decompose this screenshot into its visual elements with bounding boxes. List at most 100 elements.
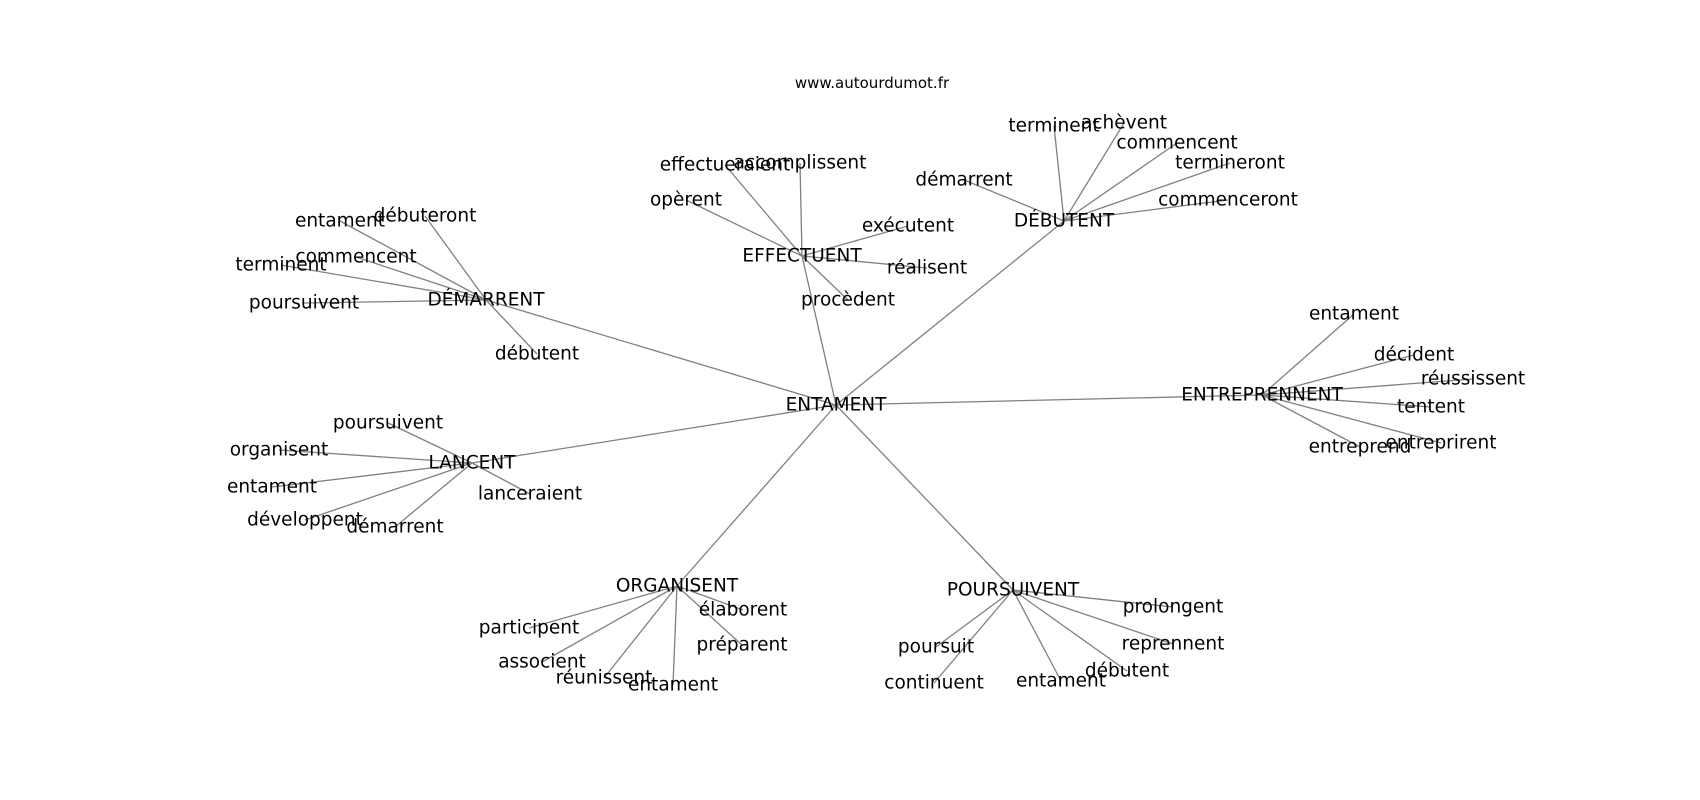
- edge-hub-leaf: [801, 255, 928, 269]
- edge-hub-leaf: [1063, 162, 1231, 222]
- hub-node-label[interactable]: ORGANISENT: [616, 576, 739, 597]
- edge-hub-leaf: [1063, 199, 1229, 222]
- edge-hub-leaf: [1261, 394, 1442, 444]
- edge-hub-leaf: [799, 162, 803, 257]
- edge-hub-leaf: [528, 585, 678, 629]
- edge-hub-leaf: [424, 215, 487, 301]
- edge-hub-leaf: [963, 179, 1065, 222]
- edge-root-hub: [485, 299, 837, 406]
- leaf-node-label[interactable]: entreprend: [1309, 437, 1412, 458]
- leaf-node-label[interactable]: réalisent: [887, 258, 967, 279]
- leaf-node-label[interactable]: réussissent: [1421, 369, 1525, 390]
- leaf-node-label[interactable]: démarrent: [346, 517, 443, 538]
- leaf-node-label[interactable]: prolongent: [1123, 597, 1224, 618]
- root-node-label[interactable]: ENTAMENT: [786, 395, 888, 416]
- leaf-node-label[interactable]: débuteront: [374, 206, 477, 227]
- leaf-node-label[interactable]: entament: [628, 675, 718, 696]
- leaf-node-label[interactable]: commencent: [1116, 133, 1237, 154]
- leaf-node-label[interactable]: réunissent: [556, 668, 653, 689]
- leaf-node-label[interactable]: lanceraient: [478, 484, 582, 505]
- edge-hub-leaf: [1261, 313, 1355, 396]
- edge-root-hub: [471, 404, 837, 464]
- graph-edges: [271, 122, 1474, 686]
- leaf-node-label[interactable]: reprennent: [1122, 634, 1225, 655]
- leaf-node-label[interactable]: associent: [498, 652, 586, 673]
- edge-hub-leaf: [1012, 589, 1174, 645]
- edge-hub-leaf: [935, 589, 1014, 648]
- edge-hub-leaf: [278, 449, 473, 464]
- leaf-node-label[interactable]: démarrent: [915, 170, 1012, 191]
- leaf-node-label[interactable]: achèvent: [1081, 113, 1167, 134]
- edge-root-hub: [835, 394, 1263, 406]
- edge-hub-leaf: [1261, 378, 1474, 396]
- edge-hub-leaf: [1012, 589, 1062, 682]
- leaf-node-label[interactable]: terminent: [1008, 116, 1099, 137]
- edge-hub-leaf: [1012, 589, 1174, 608]
- leaf-node-label[interactable]: opèrent: [650, 190, 722, 211]
- leaf-node-label[interactable]: participent: [479, 618, 580, 639]
- edge-hub-leaf: [280, 264, 487, 301]
- edge-root-hub: [835, 220, 1065, 406]
- leaf-node-label[interactable]: procèdent: [801, 290, 895, 311]
- leaf-node-label[interactable]: termineront: [1175, 153, 1285, 174]
- edge-hub-leaf: [801, 255, 849, 301]
- hub-node-label[interactable]: LANCENT: [429, 453, 517, 474]
- leaf-node-label[interactable]: terminent: [235, 255, 326, 276]
- leaf-node-label[interactable]: entreprirent: [1386, 433, 1497, 454]
- leaf-node-label[interactable]: exécutent: [862, 216, 954, 237]
- leaf-node-label[interactable]: élaborent: [699, 600, 787, 621]
- leaf-node-label[interactable]: commenceront: [1158, 190, 1298, 211]
- edge-root-hub: [835, 404, 1014, 591]
- edge-hub-leaf: [1053, 125, 1065, 222]
- site-url: www.autourdumot.fr: [795, 74, 950, 92]
- edge-hub-leaf: [1012, 589, 1128, 672]
- leaf-node-label[interactable]: commencent: [295, 247, 416, 268]
- leaf-node-label[interactable]: préparent: [697, 635, 788, 656]
- leaf-node-label[interactable]: entament: [227, 477, 317, 498]
- edge-root-hub: [801, 255, 837, 406]
- edge-hub-leaf: [933, 589, 1014, 684]
- leaf-node-label[interactable]: continuent: [884, 673, 983, 694]
- leaf-node-label[interactable]: débutent: [495, 344, 579, 365]
- edge-hub-leaf: [1063, 122, 1125, 222]
- edge-hub-leaf: [339, 220, 487, 301]
- leaf-node-label[interactable]: organisent: [230, 440, 329, 461]
- edge-hub-leaf: [394, 462, 473, 528]
- leaf-node-label[interactable]: entament: [1309, 304, 1399, 325]
- edge-hub-leaf: [676, 585, 743, 646]
- leaf-node-label[interactable]: décident: [1374, 345, 1455, 366]
- leaf-node-label[interactable]: poursuit: [898, 637, 974, 658]
- hub-node-label[interactable]: POURSUIVENT: [947, 580, 1080, 601]
- leaf-node-label[interactable]: entament: [1016, 671, 1106, 692]
- hub-node-label[interactable]: DÉMARRENT: [427, 289, 545, 311]
- leaf-node-label[interactable]: poursuivent: [333, 413, 443, 434]
- edge-hub-leaf: [672, 585, 678, 686]
- edge-hub-leaf: [801, 225, 909, 257]
- leaf-node-label[interactable]: tentent: [1397, 397, 1465, 418]
- hub-node-label[interactable]: ENTREPRENNENT: [1181, 385, 1343, 406]
- leaf-node-label[interactable]: accomplissent: [734, 153, 867, 174]
- edge-hub-leaf: [303, 299, 487, 304]
- edge-hub-leaf: [387, 422, 473, 464]
- graph-labels: www.autourdumot.fr ENTAMENT DÉMARRENT enta…: [227, 74, 1525, 696]
- edge-hub-leaf: [724, 164, 803, 257]
- hub-node-label[interactable]: EFFECTUENT: [742, 246, 862, 267]
- leaf-node-label[interactable]: développent: [247, 510, 363, 531]
- edge-hub-leaf: [685, 199, 803, 257]
- edge-hub-leaf: [304, 462, 473, 521]
- edge-hub-leaf: [471, 462, 531, 495]
- edge-hub-leaf: [1261, 354, 1415, 396]
- edge-root-hub: [676, 404, 837, 587]
- edge-hub-leaf: [1261, 394, 1432, 408]
- leaf-node-label[interactable]: entament: [295, 211, 385, 232]
- leaf-node-label[interactable]: effectueraient: [660, 155, 791, 176]
- leaf-node-label[interactable]: poursuivent: [249, 293, 359, 314]
- edge-hub-leaf: [1261, 394, 1361, 448]
- edge-hub-leaf: [1063, 142, 1178, 222]
- hub-node-label[interactable]: DÉBUTENT: [1014, 210, 1115, 232]
- edge-hub-leaf: [485, 299, 538, 355]
- leaf-node-label[interactable]: débutent: [1085, 661, 1169, 682]
- edge-hub-leaf: [541, 585, 678, 663]
- edge-hub-leaf: [355, 256, 487, 301]
